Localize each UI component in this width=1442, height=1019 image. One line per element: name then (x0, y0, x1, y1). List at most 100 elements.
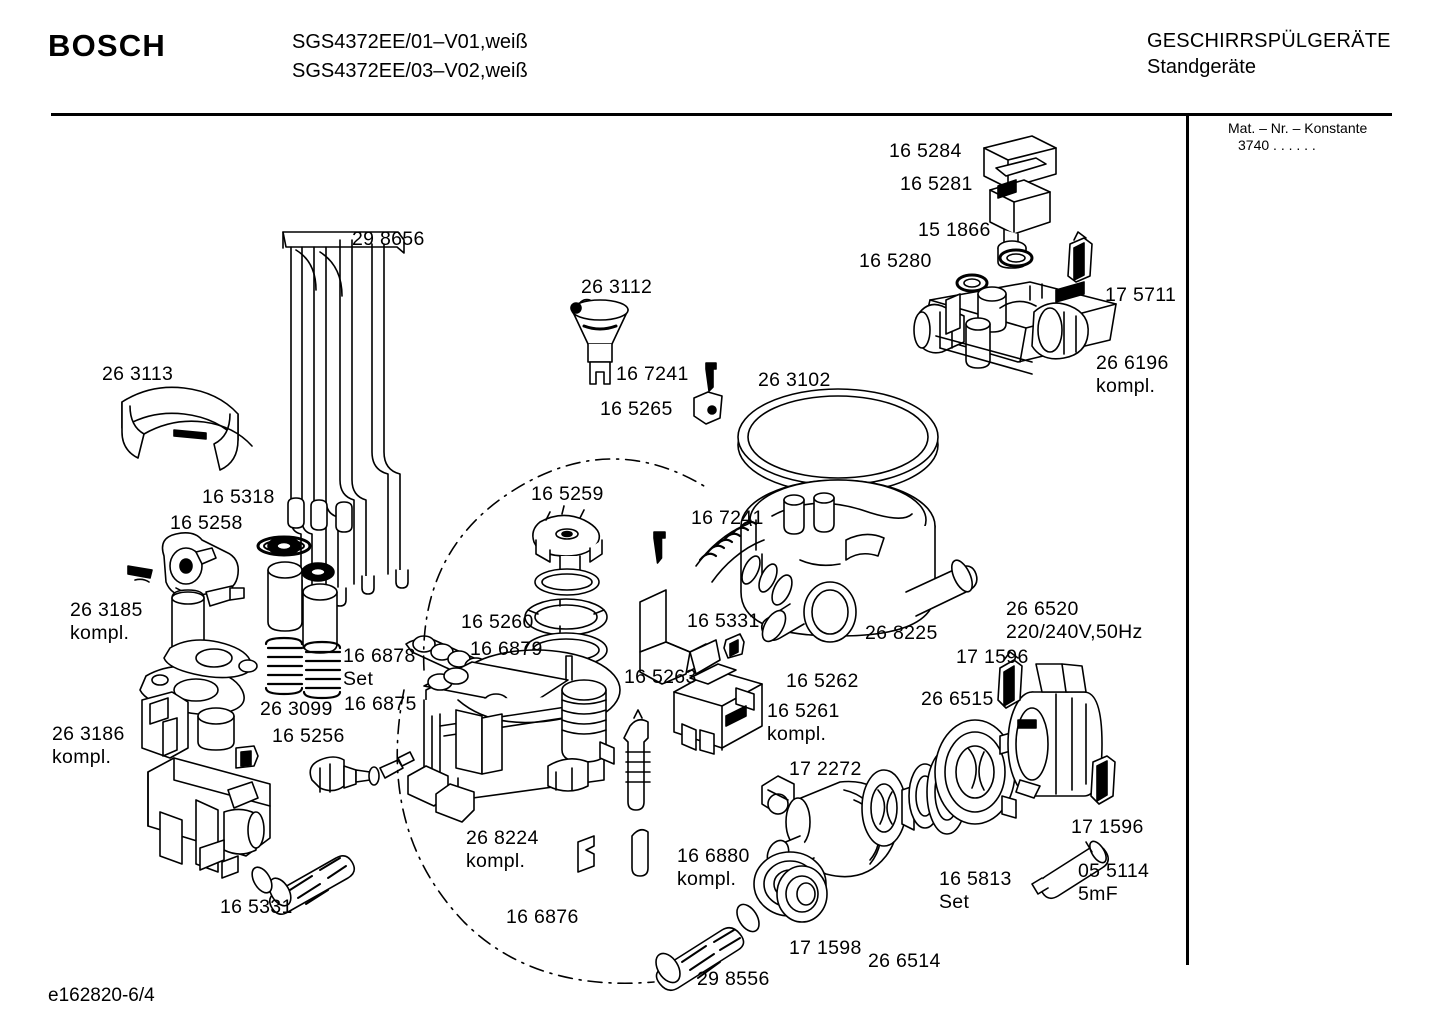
part-label: 16 5260 (461, 611, 534, 634)
part-263112-funnel (570, 298, 629, 385)
part-label: 17 5711 (1105, 284, 1176, 307)
part-label: 26 3113 (102, 363, 173, 386)
part-167241-screw-center (653, 531, 666, 564)
part-number: 16 5258 (170, 512, 243, 534)
part-166876-clip (577, 835, 595, 873)
part-263186-assembly (139, 639, 271, 879)
part-number: 16 5261 (767, 700, 840, 722)
mat-nr-label: Mat. – Nr. – Konstante (1228, 120, 1368, 136)
part-number: 16 5318 (202, 486, 275, 508)
part-298556-hose (655, 903, 760, 992)
part-label: 26 3102 (758, 369, 831, 392)
part-number: 26 3099 (260, 698, 333, 720)
part-165265-clip (693, 391, 723, 425)
part-label: 17 2272 (789, 758, 862, 781)
part-number: 26 3112 (581, 276, 653, 298)
part-label: 16 5284 (889, 140, 962, 163)
part-number: 17 1598 (789, 937, 862, 959)
part-171598-ring (776, 865, 828, 923)
part-label: 15 1866 (918, 219, 991, 242)
part-266196-valve-block (913, 281, 1117, 375)
part-number: 17 1596 (1071, 816, 1144, 838)
part-label: 16 5262 (786, 670, 859, 693)
part-number: 16 5331 (220, 896, 293, 918)
part-number: 16 5256 (272, 725, 345, 747)
part-263102-sump-lid (737, 388, 939, 494)
part-266515-pump-cover (934, 719, 1017, 825)
part-number: 29 8656 (352, 228, 425, 250)
part-number: 16 5260 (461, 611, 534, 633)
part-label: 16 7241 (691, 507, 764, 530)
part-label: 17 1596 (956, 646, 1029, 669)
part-number: 17 1596 (956, 646, 1029, 668)
part-label: 26 3112 (581, 276, 652, 299)
part-label: 16 5265 (600, 398, 673, 421)
part-number: 16 5284 (889, 140, 962, 162)
page-code: e162820-6/4 (48, 985, 155, 1006)
part-number: 16 5280 (859, 250, 932, 272)
part-number: 16 6875 (344, 693, 417, 715)
part-165256-clip (235, 745, 259, 769)
part-268225-sump-housing (740, 479, 978, 643)
part-268224-tank (407, 649, 621, 823)
appliance-category: GESCHIRRSPÜLGERÄTE Standgeräte (1147, 28, 1391, 80)
part-263099-springs (264, 636, 342, 700)
material-number-constant-block: Mat. – Nr. – Konstante 3740 . . . . . . (1228, 120, 1367, 154)
part-label: 16 6879 (470, 638, 543, 661)
model-number-line: SGS4372EE/03–V02,weiß (292, 60, 528, 82)
part-175711-clip (1067, 231, 1093, 283)
model-number-line: SGS4372EE/01–V01,weiß (292, 31, 528, 53)
part-266520-motor (1007, 663, 1103, 799)
part-165261-switch (673, 663, 763, 755)
part-number: 17 2272 (789, 758, 862, 780)
part-number-sub: Set (939, 891, 970, 913)
part-171596-clip-upper (997, 651, 1023, 709)
part-label: 16 5280 (859, 250, 932, 273)
model-number-list: SGS4372EE/01–V01,weiß SGS4372EE/03–V02,w… (292, 28, 528, 86)
part-label: 17 1598 (789, 937, 862, 960)
part-165331-hose-center (695, 520, 793, 606)
part-165284-cover (983, 135, 1057, 189)
right-column-divider-rule (1186, 116, 1189, 965)
part-number: 17 5711 (1105, 284, 1177, 306)
part-label: 26 6515 (921, 688, 994, 711)
part-number: 16 6880 (677, 845, 750, 867)
part-label: 16 5258 (170, 512, 243, 535)
mat-nr-value: 3740 . . . . . . (1238, 137, 1316, 153)
category-main-label: GESCHIRRSPÜLGERÄTE (1147, 30, 1391, 52)
part-055114-capacitor (1031, 840, 1110, 900)
part-151866-oring (998, 248, 1034, 268)
part-number: 16 5281 (900, 173, 973, 195)
part-number-sub: 220/240V,50Hz (1006, 621, 1143, 643)
part-165263-bracket (639, 589, 721, 685)
part-number: 26 3113 (102, 363, 174, 385)
part-number: 29 8556 (697, 968, 770, 990)
part-165331-hose-left (251, 854, 356, 916)
part-number: 16 5265 (600, 398, 673, 420)
part-number: 16 6878 (343, 645, 416, 667)
part-166875-sensor (309, 751, 415, 793)
reference-boundary-arc (396, 458, 705, 985)
part-number: 05 5114 (1078, 860, 1150, 882)
part-label: 26 6514 (868, 950, 941, 973)
part-number: 16 7241 (691, 507, 764, 529)
part-number: 26 3102 (758, 369, 831, 391)
part-165318-seals (256, 535, 335, 582)
part-number-sub: kompl. (466, 850, 526, 872)
part-number: 16 5259 (531, 483, 604, 505)
part-number-sub: kompl. (767, 723, 827, 745)
part-number-sub: kompl. (52, 746, 112, 768)
part-impeller (861, 769, 915, 847)
part-label: 29 8556 (697, 968, 770, 991)
part-number-sub: 5mF (1078, 883, 1118, 905)
header-divider-rule (51, 113, 1392, 116)
part-label: 26 8225 (865, 622, 938, 645)
